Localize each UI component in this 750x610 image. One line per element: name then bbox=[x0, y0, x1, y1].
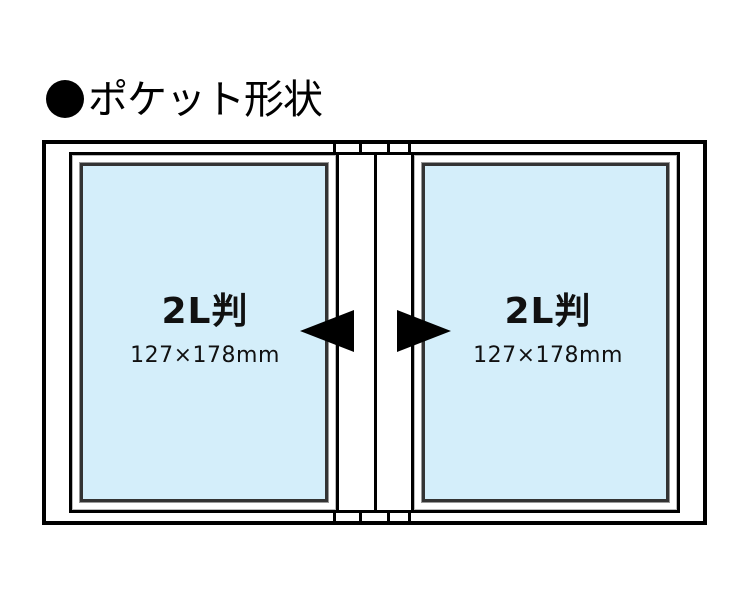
right-photo-pocket bbox=[422, 163, 669, 502]
right-dimensions-label: 127×178mm bbox=[473, 343, 623, 368]
section-title-text: ポケット形状 bbox=[88, 77, 323, 123]
outer-top-edge bbox=[42, 140, 707, 144]
left-dimensions-label: 127×178mm bbox=[130, 343, 280, 368]
bullet-icon bbox=[46, 80, 84, 118]
arrow-left-icon bbox=[300, 310, 354, 352]
outer-bottom-edge bbox=[42, 521, 707, 525]
arrow-right-icon bbox=[397, 310, 451, 352]
section-title: ポケット形状 bbox=[46, 76, 323, 124]
left-size-label: 2L判 bbox=[161, 291, 249, 332]
left-photo-pocket bbox=[80, 163, 328, 502]
right-size-label: 2L判 bbox=[504, 291, 592, 332]
spine-line-center bbox=[374, 152, 377, 513]
